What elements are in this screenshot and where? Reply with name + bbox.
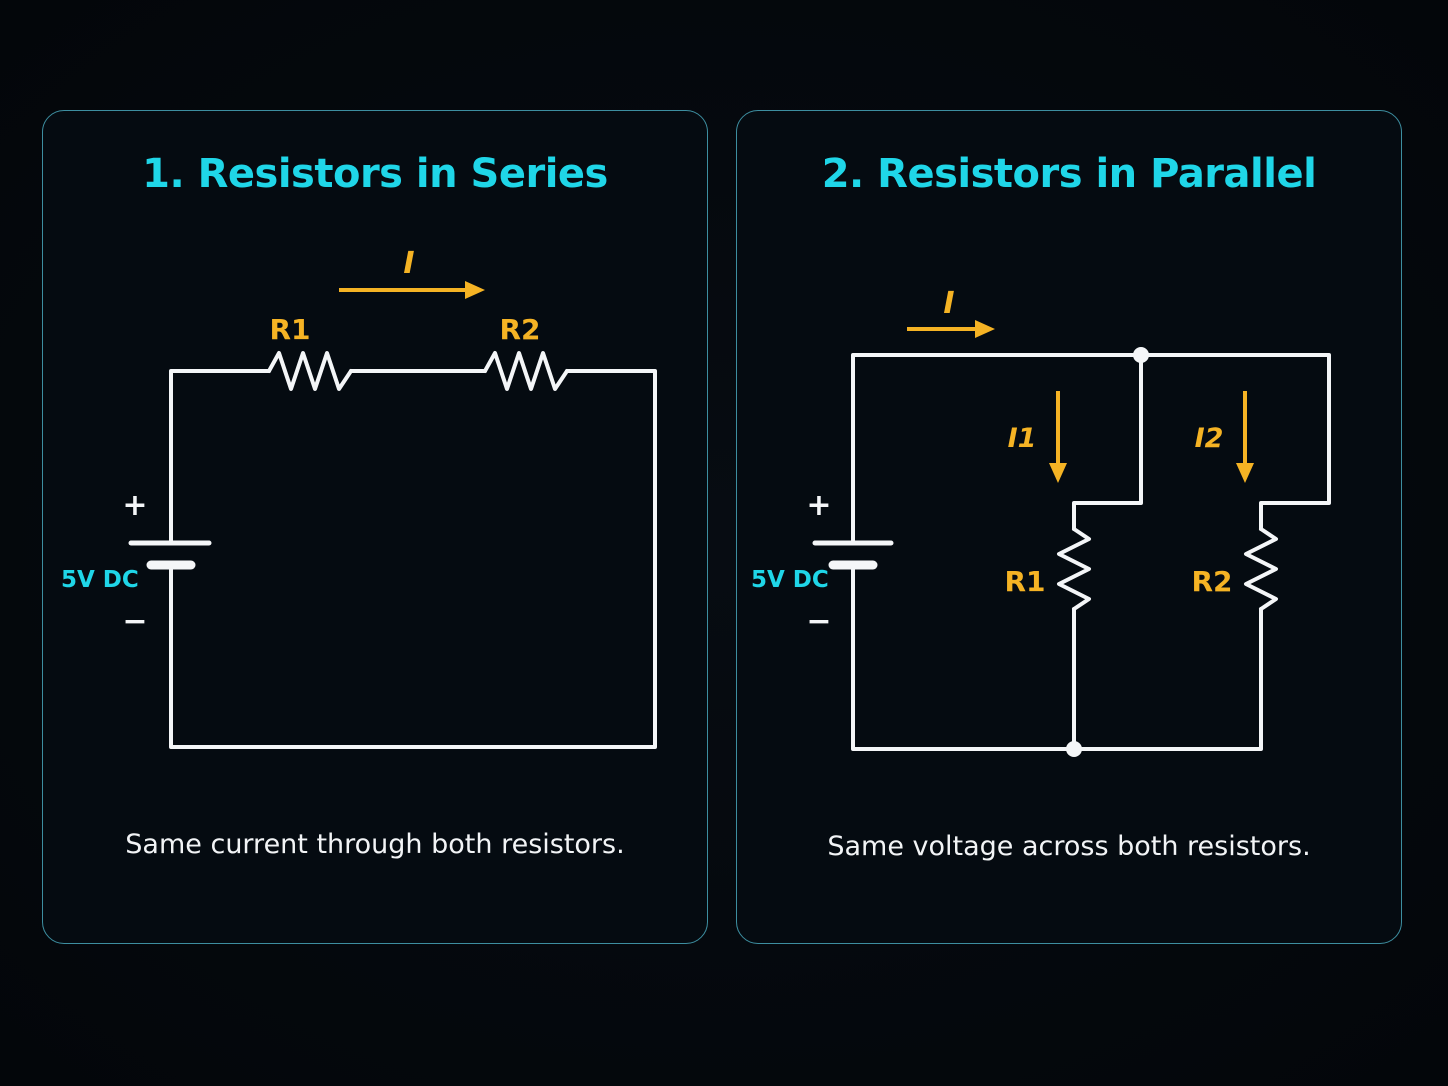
parallel-title: 2. Resistors in Parallel	[821, 151, 1317, 197]
parallel-junction-bottom	[1066, 741, 1082, 757]
parallel-circuit-diagram: I I1 I2 R1 R2 + − 5V DC	[751, 286, 1331, 757]
series-resistor-r2	[483, 351, 569, 391]
series-r2-label: R2	[499, 313, 540, 346]
parallel-i1-label: I1	[1008, 423, 1037, 454]
parallel-i2-label: I2	[1195, 423, 1224, 454]
series-r1-label: R1	[269, 313, 310, 346]
series-current-label: I	[403, 246, 414, 281]
parallel-source-label: 5V DC	[751, 567, 829, 593]
parallel-panel: 2. Resistors in Parallel	[736, 110, 1402, 944]
parallel-resistor-r2	[1244, 527, 1278, 611]
parallel-r1-label: R1	[1004, 565, 1045, 598]
series-plus-sign: +	[122, 488, 147, 523]
parallel-current-arrowhead	[975, 320, 995, 338]
parallel-r2-label: R2	[1191, 565, 1232, 598]
parallel-minus-sign: −	[806, 604, 831, 639]
parallel-branch1-top-wire	[1072, 353, 1143, 531]
series-current-arrowhead	[465, 281, 485, 299]
series-top-wire-left	[169, 369, 271, 451]
series-panel: 1. Resistors in Series I R1 R2 +	[42, 110, 708, 944]
series-source-label: 5V DC	[61, 567, 139, 593]
parallel-resistor-r1	[1057, 527, 1091, 611]
parallel-i1-arrowhead	[1049, 463, 1067, 483]
series-caption: Same current through both resistors.	[125, 829, 625, 860]
series-minus-sign: −	[122, 604, 147, 639]
series-title: 1. Resistors in Series	[142, 151, 608, 197]
series-resistor-r1	[267, 351, 353, 391]
parallel-plus-sign: +	[806, 488, 831, 523]
parallel-caption: Same voltage across both resistors.	[827, 831, 1311, 862]
parallel-bottom-wire	[851, 563, 1263, 751]
series-circuit-diagram: I R1 R2 + − 5V DC	[61, 246, 657, 749]
parallel-i2-arrowhead	[1236, 463, 1254, 483]
parallel-junction-top	[1133, 347, 1149, 363]
parallel-current-label: I	[943, 286, 954, 321]
parallel-main-wire	[851, 353, 1331, 531]
series-top-wire-right	[169, 369, 657, 749]
